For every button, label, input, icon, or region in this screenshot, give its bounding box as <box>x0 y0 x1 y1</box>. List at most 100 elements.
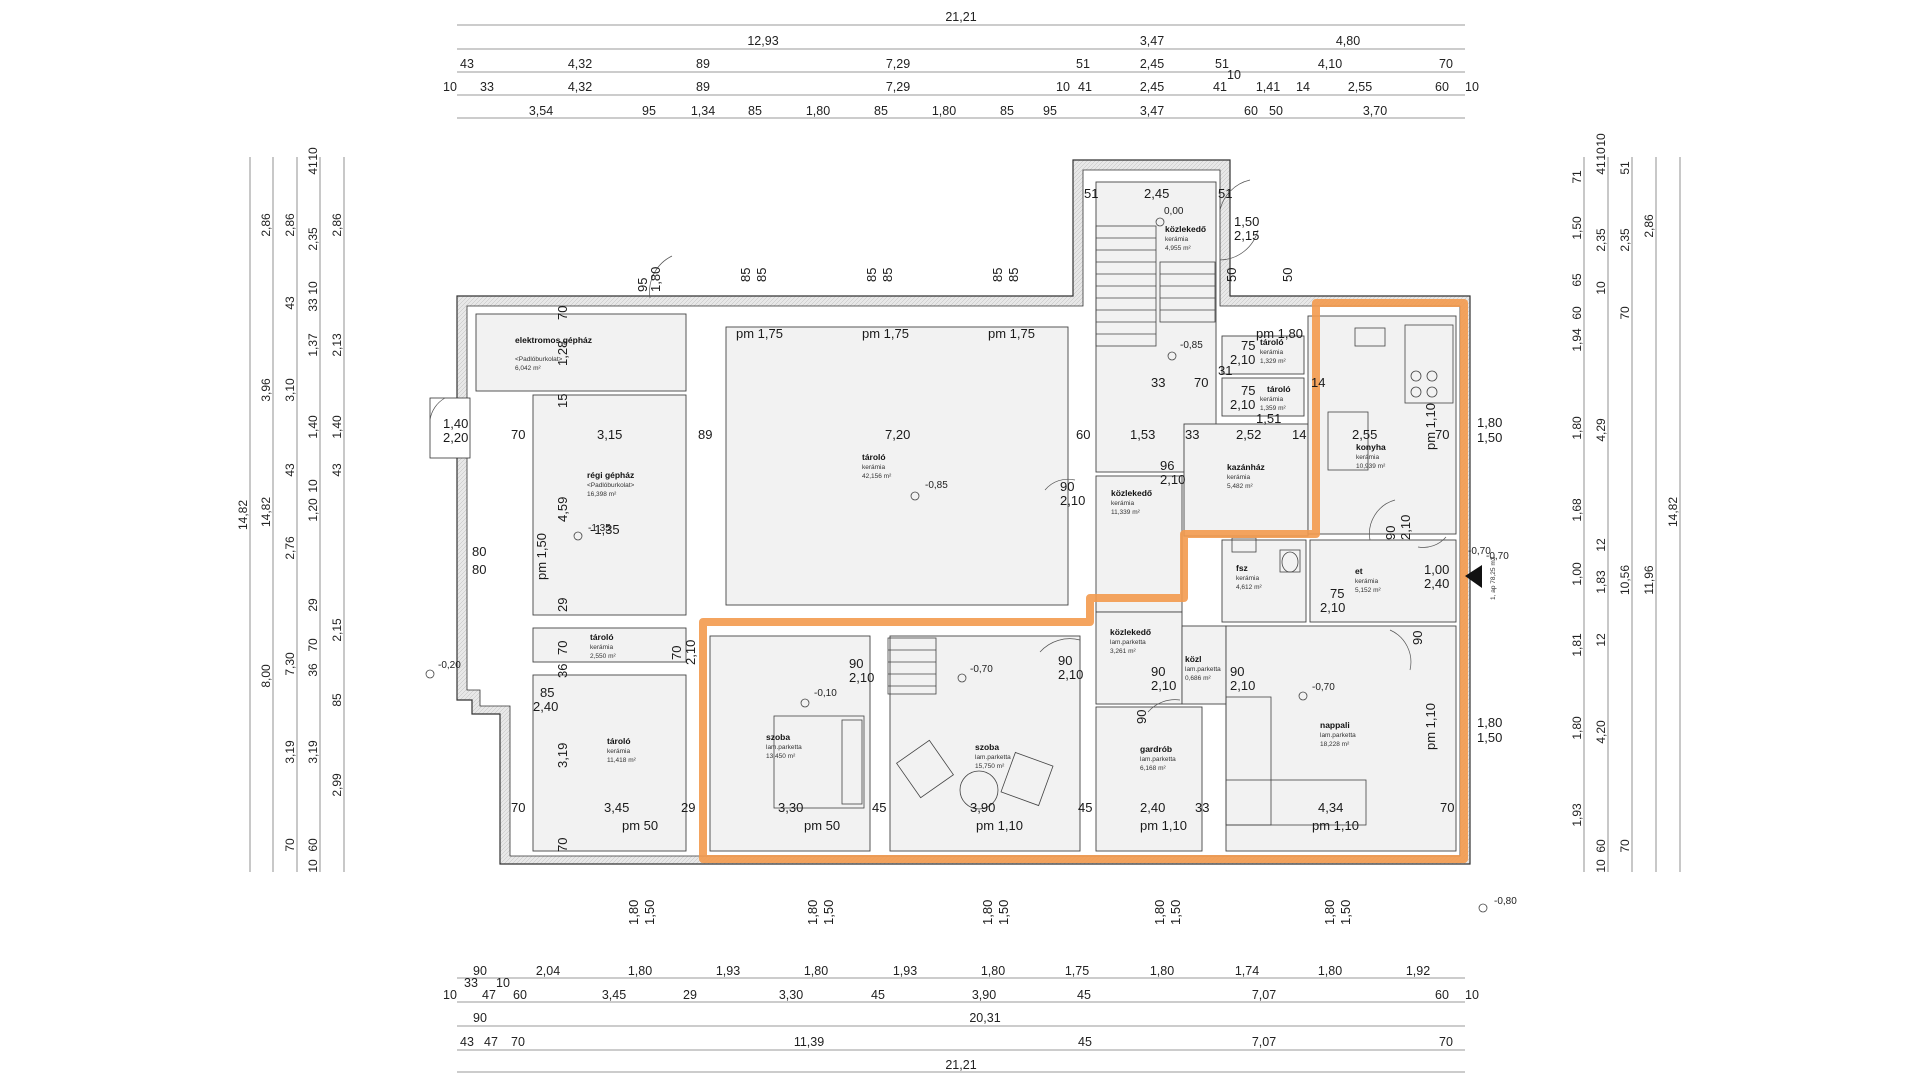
inner-dim: 14 <box>1311 375 1325 390</box>
left-dim: 60 <box>306 838 320 852</box>
left-dim: 10 <box>306 859 320 873</box>
bottom-dim: 1,80 <box>1318 964 1342 978</box>
inner-dim: 90 <box>1383 526 1398 540</box>
right-dim: 60 <box>1570 306 1584 320</box>
inner-dim: 33 <box>1195 800 1209 815</box>
top-dim: 4,10 <box>1318 57 1342 71</box>
room-label-sub: kerámia <box>1165 236 1189 243</box>
left-dim: 2,15 <box>330 618 344 642</box>
top-dim: 89 <box>696 57 710 71</box>
top-dim: 3,54 <box>529 104 553 118</box>
right-dim: 10 <box>1594 859 1608 873</box>
room-label: közl <box>1185 654 1202 664</box>
inner-dim: pm 50 <box>622 818 658 833</box>
inner-dim: 70 <box>555 306 570 320</box>
right-dim: 4,20 <box>1594 720 1608 744</box>
inner-dim: 3,30 <box>778 800 803 815</box>
bottom-dim: 3,90 <box>972 988 996 1002</box>
inner-dim: 4,59 <box>555 497 570 522</box>
room-area: 5,482 m² <box>1227 483 1253 490</box>
inner-dim: 89 <box>698 427 712 442</box>
top-dim: 41 <box>1213 80 1227 94</box>
bottom-dim: 3,30 <box>779 988 803 1002</box>
left-dim: 14,82 <box>236 500 250 530</box>
top-dim: 14 <box>1296 80 1310 94</box>
inner-dim: 1,50 <box>996 900 1011 925</box>
inner-dim: 31 <box>1218 363 1232 378</box>
left-dim: 33 <box>306 298 320 312</box>
inner-dim: 1,80 <box>1477 715 1502 730</box>
right-dim: 1,94 <box>1570 328 1584 352</box>
room-area: 5,152 m² <box>1355 587 1381 594</box>
level-label: -0,10 <box>814 688 837 699</box>
inner-dim: 2,10 <box>683 640 698 665</box>
level-label: -0,20 <box>438 660 461 671</box>
inner-dim: 2,52 <box>1236 427 1261 442</box>
room-area: 15,750 m² <box>975 763 1005 770</box>
top-dim: 1,80 <box>932 104 956 118</box>
inner-dim: 80 <box>472 544 486 559</box>
inner-dim: 36 <box>555 664 570 678</box>
right-dim: 1,83 <box>1594 570 1608 594</box>
inner-dim: 70 <box>511 800 525 815</box>
room-label-sub: kerámia <box>590 644 614 651</box>
inner-dim: 7,20 <box>885 427 910 442</box>
inner-dim: 2,40 <box>1140 800 1165 815</box>
bottom-dim: 29 <box>683 988 697 1002</box>
inner-dim: 2,10 <box>1320 600 1345 615</box>
inner-dim: 85 <box>1006 268 1021 282</box>
inner-dim: 2,10 <box>1230 678 1255 693</box>
top-dim: 43 <box>460 57 474 71</box>
inner-dim: pm 1,10 <box>1140 818 1187 833</box>
room-area: 2,550 m² <box>590 653 616 660</box>
bottom-dim: 47 <box>482 988 496 1002</box>
bottom-dim: 11,39 <box>794 1035 824 1049</box>
top-dim: 2,55 <box>1348 80 1372 94</box>
top-dim: 85 <box>748 104 762 118</box>
room-label: tároló <box>1260 337 1284 347</box>
level-label: -1,35 <box>588 523 611 534</box>
inner-dim: 3,45 <box>604 800 629 815</box>
room-konyha <box>1307 315 1457 535</box>
room-gardrob <box>1095 706 1203 852</box>
room-label: közlekedő <box>1111 488 1152 498</box>
inner-dim: 70 <box>555 838 570 852</box>
bottom-dim: 1,75 <box>1065 964 1089 978</box>
left-dim: 3,10 <box>283 378 297 402</box>
left-dim: 14,82 <box>259 497 273 527</box>
rooms <box>475 181 1457 852</box>
room-label-sub: kerámia <box>1260 349 1284 356</box>
top-dim: 3,47 <box>1140 34 1164 48</box>
inner-dim: 1,28 <box>555 341 570 366</box>
inner-dim: -1,35 <box>590 522 620 537</box>
bottom-dim: 3,45 <box>602 988 626 1002</box>
top-dim: 95 <box>642 104 656 118</box>
room-nappali <box>1225 625 1457 852</box>
room-label: elektromos gépház <box>515 335 592 345</box>
inner-dim: 80 <box>472 562 486 577</box>
room-label-sub: lam.parketta <box>1140 756 1176 763</box>
right-dim: 1,00 <box>1570 562 1584 586</box>
inner-dim: 50 <box>1224 268 1239 282</box>
bottom-dim: 45 <box>1078 1035 1092 1049</box>
room-label: nappali <box>1320 720 1350 730</box>
left-dim: 36 <box>306 663 320 677</box>
room-area: 1,329 m² <box>1260 358 1286 365</box>
inner-dim: 75 <box>1241 338 1255 353</box>
room-label-sub: lam.parketta <box>975 754 1011 761</box>
level-markers: 0,00 -0,85 -1,35 -0,85 -0,10 -0,70 -0,70… <box>425 206 1517 913</box>
room-szoba-2 <box>889 635 1081 852</box>
inner-dim: 50 <box>1280 268 1295 282</box>
room-area: 4,612 m² <box>1236 584 1262 591</box>
inner-dim: 2,55 <box>1352 427 1377 442</box>
top-dim: 2,45 <box>1140 57 1164 71</box>
room-area: 16,398 m² <box>587 491 617 498</box>
inner-dim: 2,40 <box>1424 576 1449 591</box>
inner-dim: 1,80 <box>805 900 820 925</box>
room-label-sub: kerámia <box>1236 575 1260 582</box>
right-dim: 1,80 <box>1570 716 1584 740</box>
inner-dim: 85 <box>990 268 1005 282</box>
top-dim: 4,32 <box>568 57 592 71</box>
bottom-dim: 60 <box>513 988 527 1002</box>
